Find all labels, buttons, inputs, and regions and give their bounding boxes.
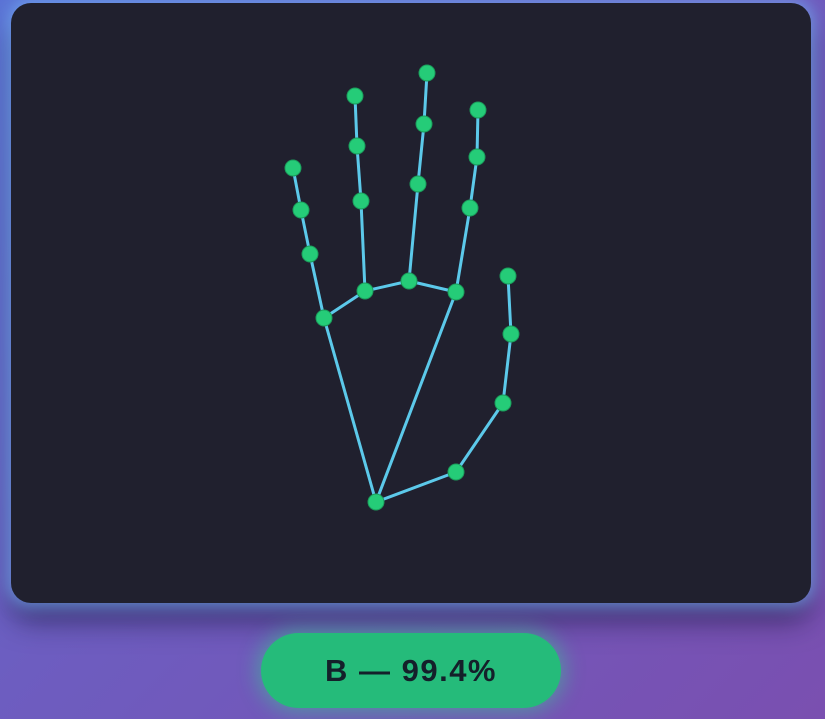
hand-connection (416, 122, 426, 186)
hand-connection (506, 274, 513, 336)
hand-connections (291, 71, 513, 504)
hand-landmarks (284, 64, 520, 511)
hand-connection (374, 470, 458, 504)
hand-landmark (348, 137, 366, 155)
hand-landmark (415, 115, 433, 133)
hand-landmark (356, 282, 374, 300)
hand-landmark (292, 201, 310, 219)
hand-connection (359, 199, 367, 293)
hand-connection (501, 332, 513, 405)
hand-landmark (418, 64, 436, 82)
hand-landmark (301, 245, 319, 263)
hand-connection (322, 316, 378, 504)
hand-landmark (352, 192, 370, 210)
hand-connection (468, 155, 479, 210)
hand-landmark (346, 87, 364, 105)
hand-connection (407, 182, 420, 283)
hand-connection (374, 290, 458, 504)
hand-landmark (499, 267, 517, 285)
hand-connection (454, 401, 505, 474)
prediction-badge: B — 99.4% (261, 633, 561, 708)
hand-landmark (502, 325, 520, 343)
camera-view (11, 3, 811, 603)
hand-landmark (400, 272, 418, 290)
hand-landmark (367, 493, 385, 511)
hand-landmark (468, 148, 486, 166)
prediction-label: B — 99.4% (324, 652, 497, 688)
hand-landmark (469, 101, 487, 119)
hand-landmark (447, 463, 465, 481)
hand-landmark (315, 309, 333, 327)
hand-connection (454, 206, 472, 294)
hand-landmark (409, 175, 427, 193)
hand-landmark (494, 394, 512, 412)
hand-connection (355, 144, 363, 203)
hand-landmark (447, 283, 465, 301)
hand-skeleton-overlay (284, 64, 520, 511)
hand-connection (308, 252, 326, 320)
hand-connection (422, 71, 429, 126)
hand-landmark (461, 199, 479, 217)
hand-landmark (284, 159, 302, 177)
